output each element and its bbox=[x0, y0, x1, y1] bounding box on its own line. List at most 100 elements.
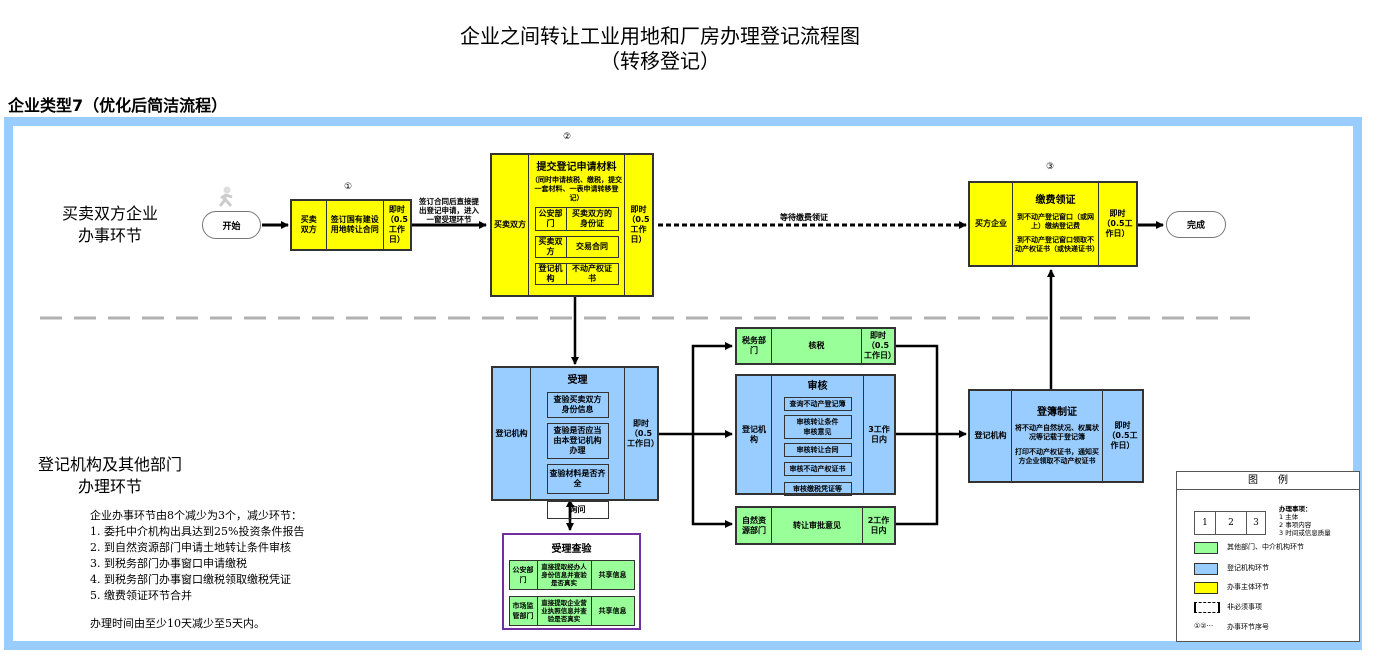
review-content: 审核 查询不动产登记簿 审核转让条件审核意见 审核转让合同 审核不动产权证书 审… bbox=[771, 376, 863, 496]
row-dept: 市场监管部门 bbox=[512, 602, 534, 620]
record-subject: 登记机构 bbox=[974, 431, 1007, 440]
accept-content: 受理 查验买卖双方身份信息 查验是否应当由本登记机构办理 查验材料是否齐全 询问 bbox=[530, 368, 624, 519]
accept-time: 即时（0.5工作日） bbox=[624, 368, 659, 499]
tax-item: 核税 bbox=[771, 329, 861, 363]
record-title: 登簿制证 bbox=[1037, 407, 1077, 418]
accept-item: 查验材料是否齐全 bbox=[546, 464, 609, 494]
verify-row: 市场监管部门 直接提取企业营业执照信息并查验是否真实 共享信息 bbox=[508, 596, 635, 626]
review-title: 审核 bbox=[807, 381, 828, 392]
note-line: 2. 到自然资源部门申请土地转让条件审核 bbox=[90, 541, 291, 554]
legend-sequence-symbol: ①②··· bbox=[1194, 622, 1214, 630]
lane-label-agencies: 登记机构及其他部门 办理环节 bbox=[22, 454, 198, 498]
step3-title: 缴费领证 bbox=[1035, 195, 1076, 206]
note-line: 4. 到税务部门办事窗口缴税领取缴税凭证 bbox=[90, 573, 291, 586]
review-item: 查询不动产登记簿 bbox=[783, 397, 852, 411]
step1-subject: 买卖 双方 bbox=[300, 215, 317, 234]
row-dept: 登记机构 bbox=[538, 264, 563, 283]
row-item: 直接提取经办人身份信息并查验是否真实 bbox=[536, 561, 591, 589]
natural-dept: 自然资源部门 bbox=[742, 515, 766, 535]
record-box[interactable]: 登记机构 登簿制证 将不动产自然状况、权属状况等记载于登记簿 打印不动产权证书，… bbox=[968, 389, 1144, 483]
row-item: 买卖双方的身份证 bbox=[565, 208, 618, 230]
note-line: 企业办事环节由8个减少为3个，减少环节： bbox=[90, 509, 302, 522]
start-terminal[interactable]: 开始 bbox=[202, 211, 261, 239]
note-line: 3. 到税务部门办事窗口申请缴税 bbox=[90, 557, 247, 570]
row-dept: 买卖双方 bbox=[538, 237, 563, 256]
step2-title: 提交登记申请材料 bbox=[536, 162, 617, 173]
runner-icon bbox=[218, 186, 234, 208]
legend-desc-line: 2 事项内容 bbox=[1279, 521, 1312, 529]
review-time: 3工作日内 bbox=[863, 376, 894, 493]
accept-box[interactable]: 登记机构 受理 查验买卖双方身份信息 查验是否应当由本登记机构办理 查验材料是否… bbox=[491, 366, 659, 519]
review-item: 审核不动产权证书 bbox=[783, 462, 852, 476]
legend-dashed-box-icon bbox=[1194, 602, 1220, 613]
step3-subject: 买方企业 bbox=[975, 219, 1007, 228]
legend: 图 例 1 2 3 办理事项： 1 主体 2 事项内容 3 时间或信息质量 其他… bbox=[1176, 471, 1360, 642]
legend-sample-box: 1 2 3 bbox=[1194, 511, 1266, 535]
accept-subject: 登记机构 bbox=[495, 428, 528, 438]
legend-label: 其他部门、中介机构环节 bbox=[1227, 543, 1304, 551]
legend-desc: 办理事项： 1 主体 2 事项内容 3 时间或信息质量 bbox=[1279, 505, 1331, 537]
section-title: 企业类型7（优化后简洁流程） bbox=[8, 96, 228, 115]
review-subject: 登记机构 bbox=[742, 424, 766, 444]
step1-arrow-note: 签订合同后直接提出登记申请，进入一窗受理环节 bbox=[419, 197, 479, 224]
tax-box[interactable]: 税务部门 核税 即时（0.5工作日） bbox=[735, 327, 896, 365]
verify-box[interactable]: 受理查验 公安部门 直接提取经办人身份信息并查验是否真实 共享信息 市场监管部门… bbox=[502, 533, 641, 630]
row-item: 直接提取企业营业执照信息并查验是否真实 bbox=[536, 597, 591, 625]
verify-row: 公安部门 直接提取经办人身份信息并查验是否真实 共享信息 bbox=[508, 560, 635, 590]
record-time: 即时（0.5工作日） bbox=[1102, 391, 1142, 481]
step2-row: 买卖双方 交易合同 bbox=[534, 236, 619, 258]
row-dept: 公安部门 bbox=[512, 566, 534, 584]
step1-time: 即时（0.5工作日） bbox=[382, 201, 410, 249]
step3-line: 到不动产登记窗口（或网上）缴纳登记费 bbox=[1017, 213, 1094, 230]
step2-box[interactable]: 买卖双方 提交登记申请材料 （同时申请核税、缴税，提交一套材料、一表申请转移登记… bbox=[490, 153, 654, 297]
legend-title: 图 例 bbox=[1177, 472, 1359, 490]
review-item: 审核转让合同 bbox=[783, 443, 852, 457]
tax-time: 即时（0.5工作日） bbox=[861, 329, 896, 363]
tax-dept: 税务部门 bbox=[742, 336, 766, 355]
optimization-notes: 企业办事环节由8个减少为3个，减少环节： 1. 委托中介机构出具达到25%投资条… bbox=[90, 508, 304, 632]
record-content: 登簿制证 将不动产自然状况、权属状况等记载于登记簿 打印不动产权证书，通知买方企… bbox=[1011, 391, 1102, 481]
step2-row: 公安部门 买卖双方的身份证 bbox=[534, 207, 619, 231]
wait-label: 等待缴费领证 bbox=[780, 213, 828, 222]
row-item: 交易合同 bbox=[565, 237, 618, 257]
lane-label-enterprise: 买卖双方企业 办事环节 bbox=[30, 203, 190, 247]
step-number-1: ① bbox=[344, 182, 353, 192]
legend-desc-line: 3 时间或信息质量 bbox=[1279, 529, 1331, 537]
page-subtitle: （转移登记） bbox=[600, 49, 720, 73]
step2-time: 即时（0.5工作日） bbox=[624, 155, 652, 295]
accept-item: 查验是否应当由本登记机构办理 bbox=[546, 423, 609, 459]
step2-subject: 买卖双方 bbox=[494, 220, 526, 229]
legend-swatch-green bbox=[1194, 542, 1218, 554]
end-terminal[interactable]: 完成 bbox=[1166, 211, 1226, 238]
natural-resources-box[interactable]: 自然资源部门 转让审批意见 2工作日内 bbox=[735, 506, 896, 545]
row-method: 共享信息 bbox=[590, 597, 634, 625]
row-method: 共享信息 bbox=[590, 561, 634, 589]
lane-label-line: 登记机构及其他部门 bbox=[37, 455, 182, 474]
accept-item: 查验买卖双方身份信息 bbox=[546, 392, 609, 418]
step1-box[interactable]: 买卖 双方 签订国有建设用地转让合同 即时（0.5工作日） bbox=[290, 199, 412, 251]
step3-content: 缴费领证 到不动产登记窗口（或网上）缴纳登记费 到不动产登记窗口领取不动产权证书… bbox=[1012, 183, 1099, 265]
legend-swatch-yellow bbox=[1194, 582, 1218, 594]
step3-box[interactable]: 买方企业 缴费领证 到不动产登记窗口（或网上）缴纳登记费 到不动产登记窗口领取不… bbox=[968, 181, 1138, 267]
step1-content: 签订国有建设用地转让合同 bbox=[325, 201, 383, 249]
page-title: 企业之间转让工业用地和厂房办理登记流程图 bbox=[460, 24, 860, 48]
legend-label: 办事环节序号 bbox=[1227, 623, 1269, 631]
note-line: 1. 委托中介机构出具达到25%投资条件报告 bbox=[90, 525, 305, 538]
legend-swatch-blue bbox=[1194, 563, 1218, 575]
legend-cell: 2 bbox=[1216, 512, 1247, 534]
record-line: 将不动产自然状况、权属状况等记载于登记簿 bbox=[1015, 424, 1099, 441]
accept-item: 询问 bbox=[546, 501, 609, 519]
lane-label-line: 办事环节 bbox=[77, 226, 142, 245]
legend-cell: 1 bbox=[1195, 512, 1216, 534]
step2-row: 登记机构 不动产权证书 bbox=[534, 263, 619, 285]
lane-label-line: 办理环节 bbox=[77, 477, 142, 496]
row-dept: 公安部门 bbox=[538, 209, 563, 228]
legend-cell: 3 bbox=[1253, 518, 1259, 528]
review-box[interactable]: 登记机构 审核 查询不动产登记簿 审核转让条件审核意见 审核转让合同 审核不动产… bbox=[735, 374, 896, 496]
legend-label: 非必须事项 bbox=[1227, 603, 1262, 611]
verify-title: 受理查验 bbox=[551, 544, 592, 555]
step2-note: （同时申请核税、缴税，提交一套材料、一表申请转移登记） bbox=[531, 176, 622, 202]
row-item: 不动产权证书 bbox=[565, 264, 618, 284]
note-summary: 办理时间由至少10天减少至5天内。 bbox=[90, 617, 265, 630]
legend-desc-line: 1 主体 bbox=[1279, 513, 1299, 521]
